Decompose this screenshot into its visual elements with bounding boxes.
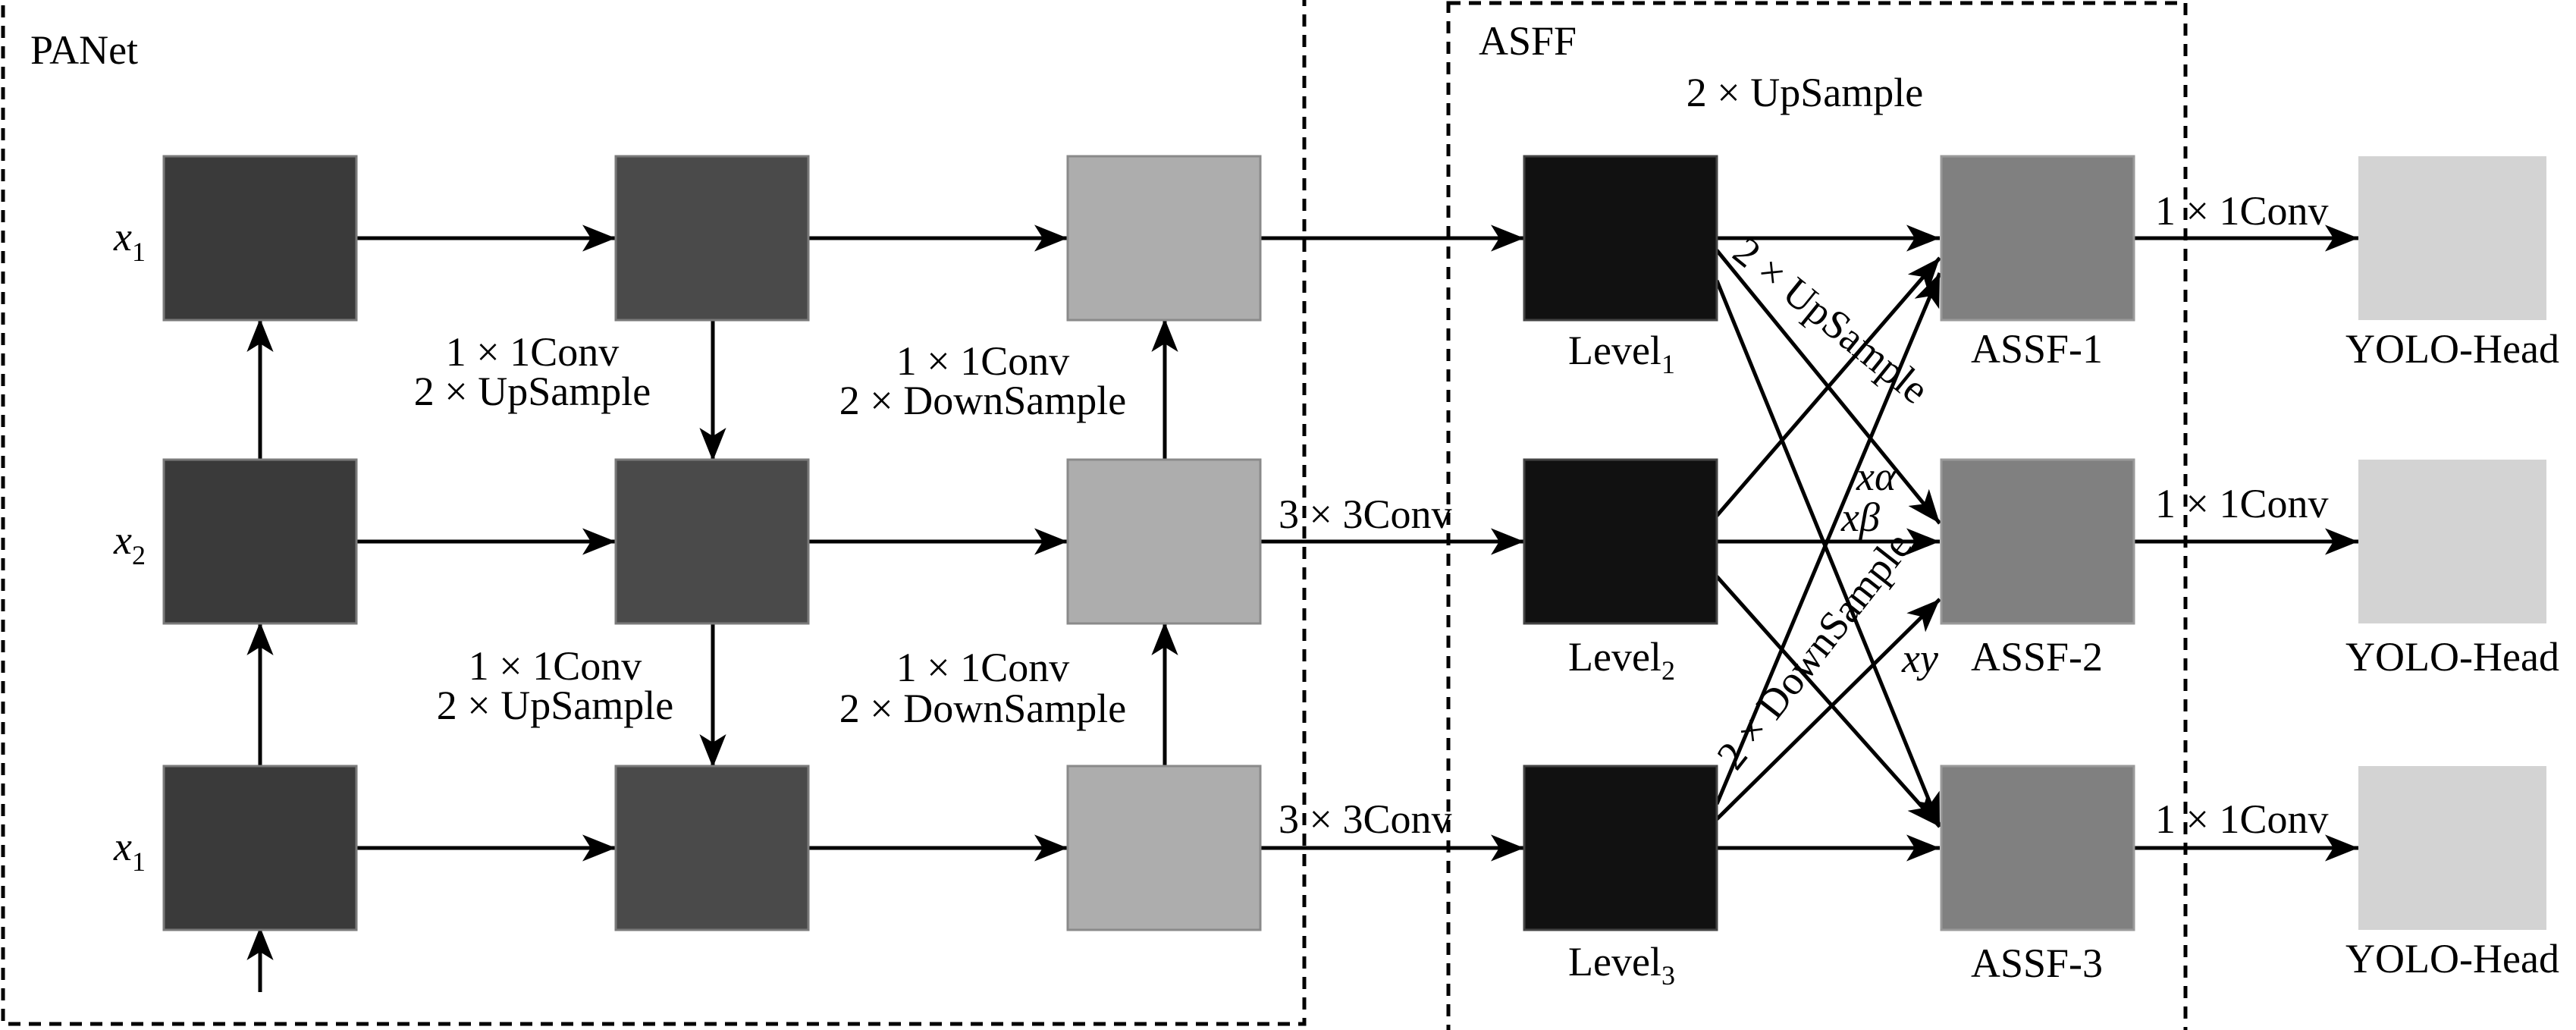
- panet-column-1: [162, 155, 358, 931]
- feature-box-c2-r3: [614, 765, 810, 931]
- feature-box-c3-r3: [1066, 765, 1262, 931]
- upsample-label-2-line1: 1 × 1Conv: [469, 643, 642, 689]
- level-box-3: [1523, 765, 1718, 931]
- upsample-label-1-line2: 2 × UpSample: [414, 369, 651, 414]
- yolo-head-label-3: YOLO-Head: [2345, 936, 2559, 981]
- input-label-1: x1: [113, 214, 146, 267]
- assf-label-2: ASSF-2: [1971, 634, 2103, 680]
- asff-levels: [1523, 155, 1718, 931]
- asff-fused: [1940, 155, 2135, 931]
- assf-label-1: ASSF-1: [1971, 326, 2103, 372]
- asff-frame: [1446, 1, 2188, 1030]
- panet-title: PANet: [30, 27, 138, 73]
- level-label-3: Level3: [1568, 939, 1675, 991]
- weight-alpha: xα: [1856, 454, 1897, 499]
- head-conv-label-1: 1 × 1Conv: [2155, 188, 2328, 234]
- feature-box-c2-r1: [614, 155, 810, 322]
- arrows: [246, 225, 2358, 992]
- head-conv-label-3: 1 × 1Conv: [2155, 796, 2328, 842]
- yolo-head-label-2: YOLO-Head: [2345, 634, 2559, 680]
- feature-box-c1-r3: [162, 765, 358, 931]
- level-box-1: [1523, 155, 1718, 322]
- yolo-heads: [2358, 156, 2546, 930]
- weight-beta: xβ: [1840, 495, 1880, 540]
- arrow-l2-a3: [1715, 575, 1941, 828]
- level-label-2: Level2: [1568, 634, 1675, 686]
- asff-title: ASFF: [1479, 18, 1577, 64]
- asff-upsample-label: 2 × UpSample: [1686, 70, 1923, 115]
- yolo-head-box-3: [2358, 766, 2546, 930]
- upsample-label-2-line2: 2 × UpSample: [437, 683, 673, 728]
- downsample-label-1-line1: 1 × 1Conv: [896, 338, 1069, 384]
- input-label-3: x1: [113, 824, 146, 877]
- assf-box-2: [1940, 458, 2135, 625]
- head-conv-label-2: 1 × 1Conv: [2155, 481, 2328, 526]
- downsample-label-2-line1: 1 × 1Conv: [896, 645, 1069, 690]
- downsample-label-2-line2: 2 × DownSample: [839, 686, 1126, 731]
- feature-box-c3-r2: [1066, 458, 1262, 625]
- yolo-head-box-2: [2358, 460, 2546, 623]
- level-label-1: Level1: [1568, 328, 1675, 379]
- panet-column-2: [614, 155, 810, 931]
- upsample-label-1-line1: 1 × 1Conv: [446, 329, 619, 375]
- panet-frame: [1, 0, 1307, 1026]
- yolo-head-label-1: YOLO-Head: [2345, 326, 2559, 372]
- level-box-2: [1523, 458, 1718, 625]
- assf-box-1: [1940, 155, 2135, 322]
- assf-label-3: ASSF-3: [1971, 941, 2103, 986]
- feature-box-c2-r2: [614, 458, 810, 625]
- conv3x3-label-1: 3 × 3Conv: [1279, 491, 1451, 537]
- yolo-head-box-1: [2358, 156, 2546, 320]
- weight-gamma: xy: [1901, 636, 1938, 681]
- arrow-l1-a3: [1715, 280, 1942, 827]
- feature-box-c1-r1: [162, 155, 358, 322]
- panet-column-3: [1066, 155, 1262, 931]
- feature-box-c3-r1: [1066, 155, 1262, 322]
- arrow-l3-a2: [1715, 598, 1941, 821]
- feature-box-c1-r2: [162, 458, 358, 625]
- downsample-label-1-line2: 2 × DownSample: [839, 378, 1126, 423]
- arrow-l2-a1: [1715, 256, 1941, 517]
- assf-box-3: [1940, 765, 2135, 931]
- arrow-l3-a1: [1715, 272, 1942, 805]
- input-label-2: x2: [113, 517, 146, 570]
- conv3x3-label-2: 3 × 3Conv: [1279, 796, 1451, 842]
